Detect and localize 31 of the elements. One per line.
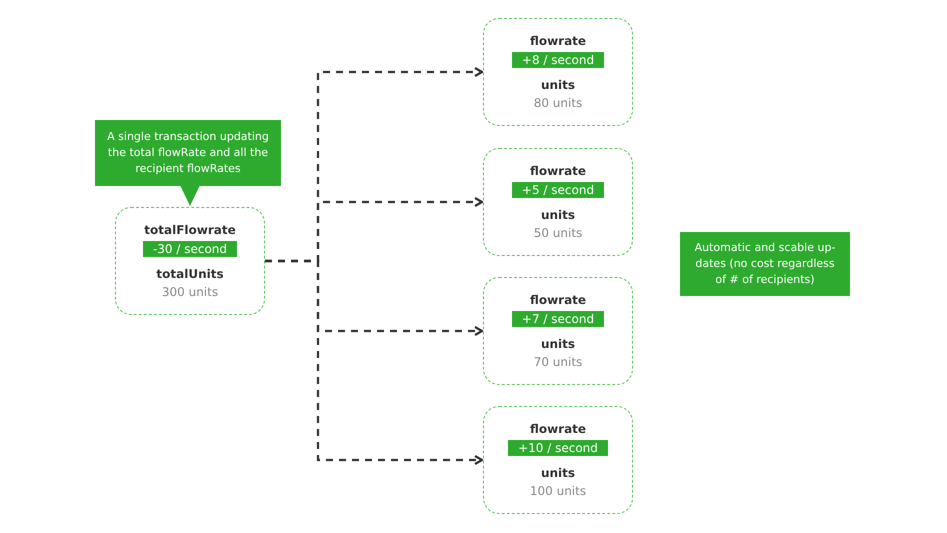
field-label: flowrate xyxy=(530,164,586,178)
field-label: units xyxy=(540,337,576,351)
rate-value: -30 / second xyxy=(142,241,238,257)
account-card xyxy=(483,18,633,126)
field-label: units xyxy=(540,78,576,92)
note-text: A single transaction updating the total flowRate and all the recipient flowRates xyxy=(106,129,270,177)
units-value: 300 units xyxy=(162,285,218,299)
units-value: 100 units xyxy=(530,484,586,498)
field-label: flowrate xyxy=(530,422,586,436)
rate-value: +5 / second xyxy=(512,182,604,198)
field-label: totalFlowrate xyxy=(144,223,236,237)
account-card xyxy=(483,277,633,385)
field-label: flowrate xyxy=(530,34,586,48)
units-value: 70 units xyxy=(534,355,582,369)
arrow xyxy=(265,260,484,466)
account-card xyxy=(115,207,265,315)
note-box xyxy=(680,232,850,296)
rate-value: +10 / second xyxy=(508,440,608,456)
field-label: units xyxy=(540,466,576,480)
account-card xyxy=(483,406,633,514)
rate-value: +7 / second xyxy=(512,311,604,327)
field-label: totalUnits xyxy=(156,267,224,281)
rate-value: +8 / second xyxy=(512,52,604,68)
note-text: Automatic and scable up-dates (no cost regardless of # of recipients) xyxy=(694,240,836,288)
field-label: units xyxy=(540,208,576,222)
callout-pointer xyxy=(180,185,200,206)
account-card xyxy=(483,148,633,256)
field-label: flowrate xyxy=(530,293,586,307)
units-value: 80 units xyxy=(534,96,582,110)
callout-box xyxy=(95,120,281,186)
units-value: 50 units xyxy=(534,226,582,240)
